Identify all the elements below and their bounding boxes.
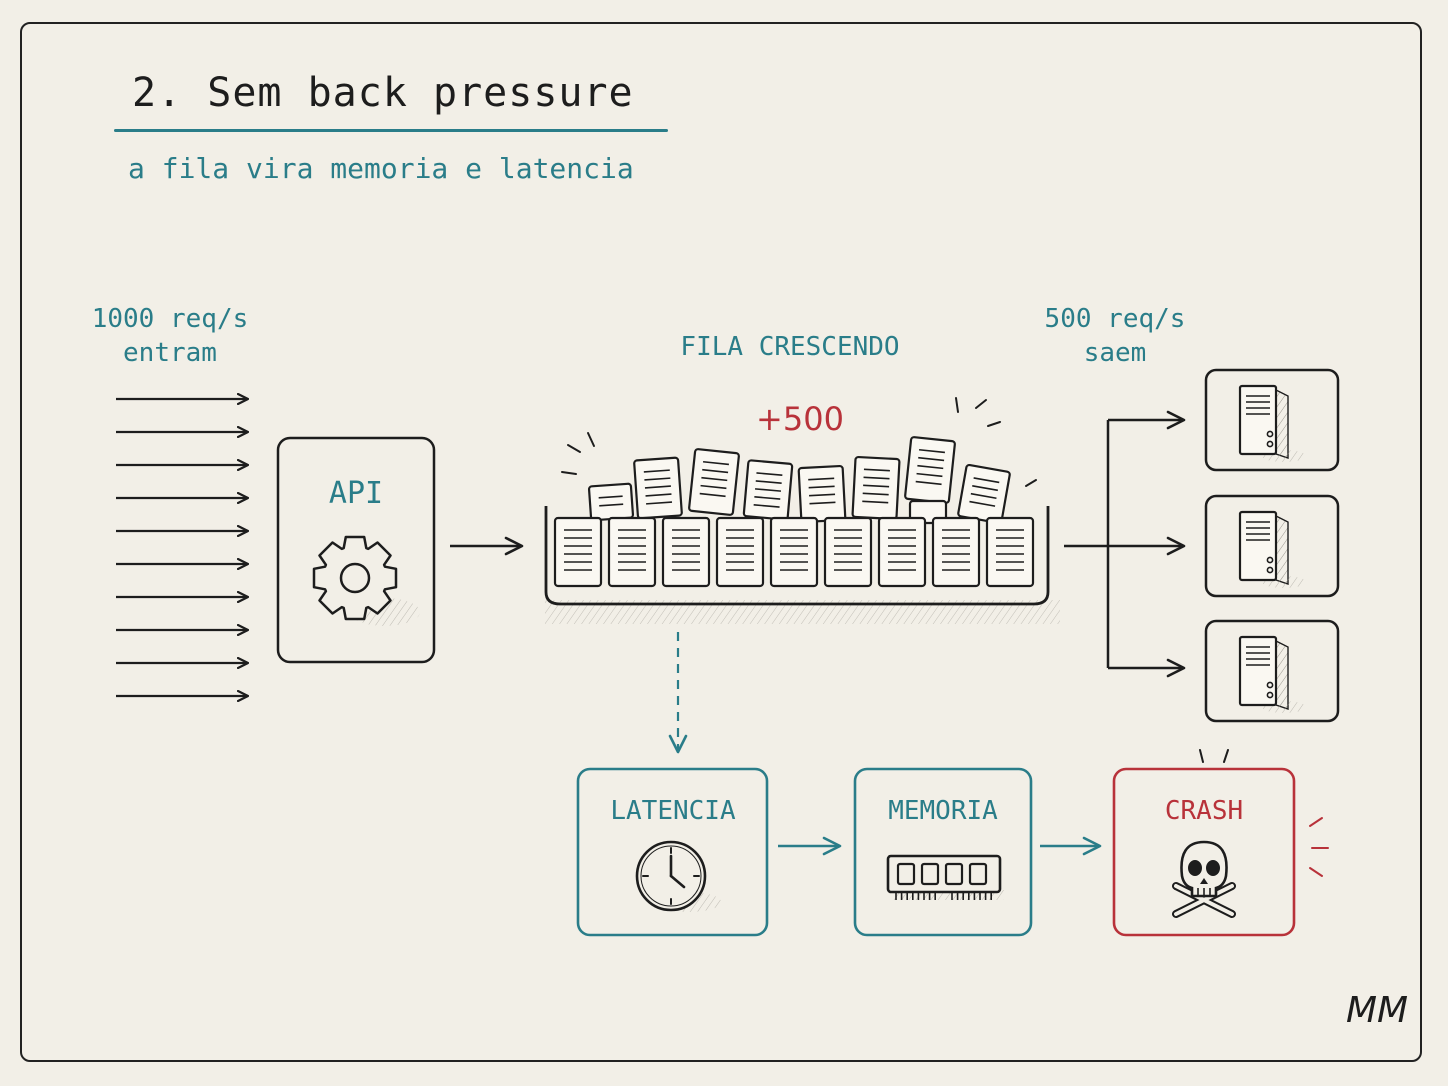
incoming-rate-label: 1000 req/s entram bbox=[80, 302, 260, 370]
document-icon bbox=[715, 516, 765, 588]
queue-label: FILA CRESCENDO bbox=[680, 332, 900, 362]
api-label: API bbox=[328, 476, 384, 511]
crash-alert-marks bbox=[1309, 817, 1329, 877]
document-icon bbox=[851, 455, 901, 521]
memory-label: MEMORIA bbox=[888, 796, 998, 826]
document-icon bbox=[957, 463, 1011, 525]
outgoing-rate: 500 req/s bbox=[1044, 304, 1186, 334]
server-box bbox=[1204, 619, 1340, 723]
document-icon bbox=[985, 516, 1035, 588]
queue-overflow-documents bbox=[587, 436, 1011, 525]
crash-label: CRASH bbox=[1164, 796, 1244, 826]
diagram-frame bbox=[20, 22, 1422, 1062]
skull-crossbones-icon bbox=[1172, 840, 1236, 918]
crash-box bbox=[1112, 749, 1329, 937]
server-icon bbox=[1238, 635, 1306, 713]
page-subtitle: a fila vira memoria e latencia bbox=[128, 152, 634, 185]
api-box bbox=[276, 436, 436, 664]
server-group bbox=[1204, 368, 1340, 723]
queue-growth-label: +500 bbox=[756, 400, 844, 438]
ram-module-icon bbox=[886, 854, 1004, 900]
document-icon bbox=[661, 516, 711, 588]
document-icon bbox=[931, 516, 981, 588]
latency-box bbox=[576, 767, 769, 937]
outgoing-caption: saem bbox=[1083, 338, 1147, 368]
clock-icon bbox=[635, 840, 721, 912]
queue-stress-marks bbox=[561, 397, 1037, 487]
memory-box bbox=[853, 767, 1033, 937]
crash-top-marks bbox=[1199, 749, 1229, 763]
document-icon bbox=[607, 516, 657, 588]
server-icon bbox=[1238, 384, 1306, 462]
server-box bbox=[1204, 494, 1340, 598]
document-icon bbox=[904, 436, 956, 504]
gear-icon bbox=[312, 535, 398, 621]
document-icon bbox=[769, 516, 819, 588]
document-icon bbox=[553, 516, 603, 588]
page-title: 2. Sem back pressure bbox=[132, 70, 634, 116]
server-box bbox=[1204, 368, 1340, 472]
author-signature: MM bbox=[1346, 990, 1409, 1031]
incoming-caption: entram bbox=[123, 338, 217, 368]
document-icon bbox=[797, 464, 847, 524]
output-fan-arrows bbox=[1064, 410, 1186, 678]
queue-tray bbox=[544, 506, 1060, 624]
outgoing-rate-label: 500 req/s saem bbox=[1030, 302, 1200, 370]
latency-label: LATENCIA bbox=[610, 796, 736, 826]
server-icon bbox=[1238, 510, 1306, 588]
document-icon bbox=[587, 482, 635, 522]
document-icon bbox=[742, 459, 794, 521]
document-icon bbox=[877, 516, 927, 588]
document-icon bbox=[823, 516, 873, 588]
title-underline bbox=[114, 129, 668, 132]
incoming-rate: 1000 req/s bbox=[91, 304, 249, 334]
queue-documents bbox=[553, 516, 1035, 588]
document-icon bbox=[633, 456, 683, 520]
incoming-arrows bbox=[116, 399, 248, 696]
document-icon bbox=[688, 448, 740, 516]
